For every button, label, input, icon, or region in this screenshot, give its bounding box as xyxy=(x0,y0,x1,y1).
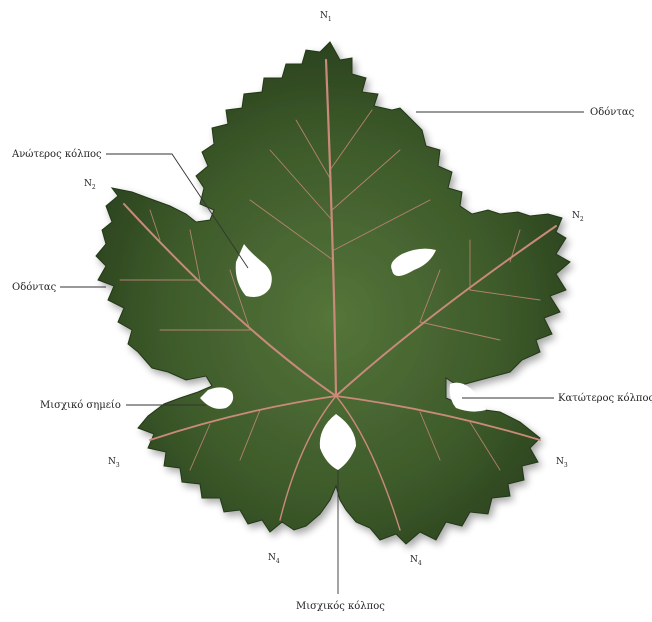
label-teeth-right: Οδόντας xyxy=(590,107,635,118)
label-teeth-left: Οδόντας xyxy=(12,282,57,293)
vein-label-lower-right: N3 xyxy=(556,457,568,469)
vein-label-bottom-left: N4 xyxy=(268,553,280,565)
label-lower-sinus: Κατώτερος κόλπος xyxy=(558,393,652,404)
vein-label-top: N1 xyxy=(320,11,332,23)
label-upper-sinus: Ανώτερος κόλπος xyxy=(11,149,102,160)
vein-label-upper-left: N2 xyxy=(84,179,96,191)
vein-label-bottom-right: N4 xyxy=(410,555,422,567)
label-petiole-sinus: Μισχικός κόλπος xyxy=(296,601,385,612)
label-petiole-point: Μισχικό σημείο xyxy=(40,400,121,411)
vein-label-lower-left: N3 xyxy=(108,457,120,469)
vein-label-upper-right: N2 xyxy=(572,211,584,223)
